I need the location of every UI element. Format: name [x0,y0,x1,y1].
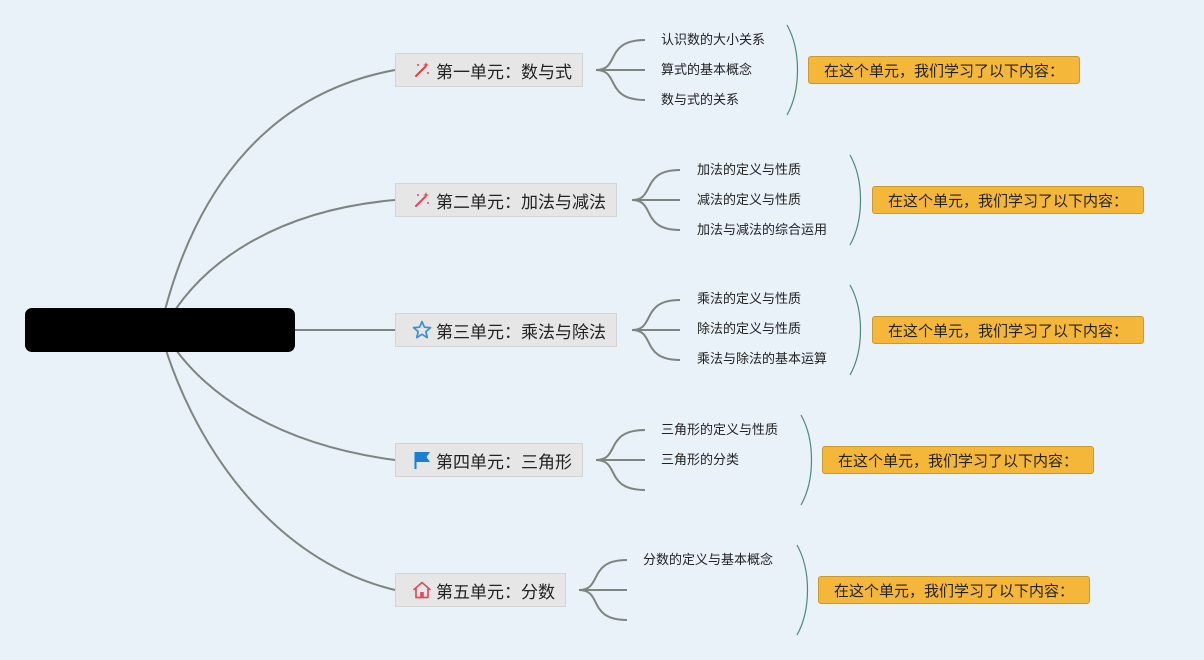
star-icon [412,320,432,340]
branch-connector-1 [159,69,396,331]
subbranch-connector-5-1 [578,559,628,591]
subtopic-2-1[interactable]: 加法的定义与性质 [697,163,802,178]
summary-bracket-3 [849,284,862,376]
topic-unit-2[interactable]: 第二单元：加法与减法 [395,183,617,217]
summary-unit-3[interactable]: 在这个单元，我们学习了以下内容： [872,316,1145,344]
summary-unit-1[interactable]: 在这个单元，我们学习了以下内容： [808,56,1081,84]
summary-unit-5[interactable]: 在这个单元，我们学习了以下内容： [818,576,1091,604]
subbranch-connector-4-3 [595,459,646,491]
subtopic-4-2[interactable]: 三角形的分类 [661,453,740,468]
summary-bracket-1 [786,24,799,116]
subtopic-2-2[interactable]: 减法的定义与性质 [697,193,802,208]
topic-unit-3[interactable]: 第三单元：乘法与除法 [395,313,617,347]
magic-wand-icon [412,60,432,80]
house-icon [412,580,432,600]
subtopic-3-1[interactable]: 乘法的定义与性质 [697,292,802,307]
summary-unit-2[interactable]: 在这个单元，我们学习了以下内容： [872,186,1145,214]
subbranch-connector-3-3 [631,329,681,361]
subbranch-connector-4-1 [595,429,646,461]
subbranch-connector-3-1 [631,299,681,331]
subtopic-5-1[interactable]: 分数的定义与基本概念 [643,553,774,568]
branch-connector-2 [162,199,396,331]
branch-connector-4 [162,329,396,461]
topic-unit-1-label: 第一单元：数与式 [436,62,572,83]
summary-bracket-5 [796,544,809,636]
subtopic-3-3[interactable]: 乘法与除法的基本运算 [697,352,828,367]
topic-unit-4[interactable]: 第四单元：三角形 [395,443,583,477]
topic-unit-4-label: 第四单元：三角形 [436,452,572,473]
subtopic-1-3[interactable]: 数与式的关系 [661,93,740,108]
subtopic-4-1[interactable]: 三角形的定义与性质 [661,423,779,438]
subbranch-connector-1-1 [595,39,646,71]
topic-unit-2-label: 第二单元：加法与减法 [436,192,606,213]
flag-icon [412,450,432,470]
summary-bracket-2 [849,154,862,246]
topic-unit-5-label: 第五单元：分数 [436,582,555,603]
central-topic[interactable] [25,308,295,352]
subbranch-connector-2-1 [631,169,681,201]
topic-unit-5[interactable]: 第五单元：分数 [395,573,566,607]
subbranch-connector-2-3 [631,199,681,231]
summary-unit-4[interactable]: 在这个单元，我们学习了以下内容： [822,446,1095,474]
magic-wand-icon [412,190,432,210]
branch-connector-5 [159,329,396,591]
summary-bracket-4 [800,414,813,506]
topic-unit-3-label: 第三单元：乘法与除法 [436,322,606,343]
subtopic-3-2[interactable]: 除法的定义与性质 [697,322,802,337]
subtopic-1-2[interactable]: 算式的基本概念 [661,63,753,78]
subbranch-connector-5-3 [578,589,628,621]
subtopic-1-1[interactable]: 认识数的大小关系 [661,33,766,48]
subtopic-2-3[interactable]: 加法与减法的综合运用 [697,223,828,238]
subbranch-connector-1-3 [595,69,646,101]
topic-unit-1[interactable]: 第一单元：数与式 [395,53,583,87]
